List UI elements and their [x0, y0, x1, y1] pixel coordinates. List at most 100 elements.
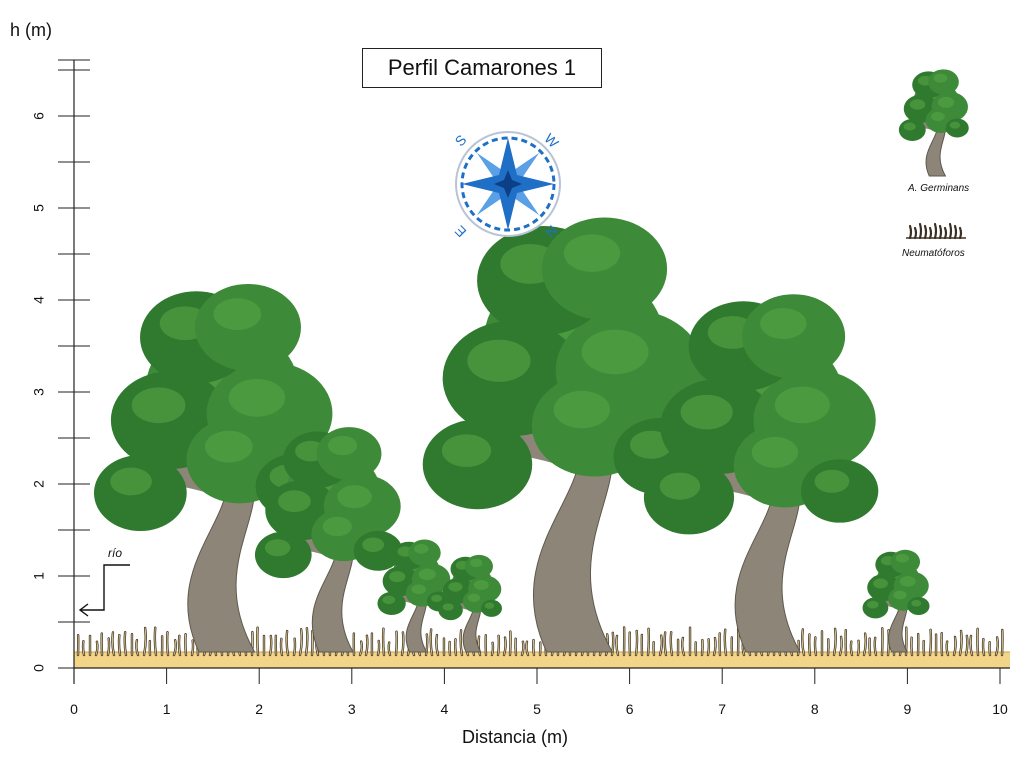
tree-foliage-highlight: [937, 96, 955, 108]
river-label: río: [108, 546, 123, 560]
tree-foliage-highlight: [751, 436, 799, 468]
pneumatophore-highlight: [401, 631, 404, 656]
mangrove-tree: [862, 549, 930, 653]
pneumatophore-highlight: [521, 641, 524, 656]
tree-foliage-highlight: [418, 568, 436, 581]
tree-foliage-highlight: [899, 576, 916, 587]
tree-foliage-highlight: [278, 490, 311, 513]
pneumatophore-highlight: [525, 641, 529, 656]
pneumatophore-highlight: [857, 640, 860, 656]
y-tick-label: 0: [31, 664, 47, 672]
tree-foliage-highlight: [448, 582, 463, 592]
pneumatophore-highlight: [143, 627, 147, 656]
pneumatophore-highlight: [299, 628, 303, 656]
pneumatophore-highlight: [982, 638, 985, 656]
y-tick-label: 3: [31, 388, 47, 396]
pneumatophore-highlight: [191, 640, 194, 656]
pneumatophore-highlight: [269, 635, 272, 656]
pneumatophore-highlight: [359, 641, 363, 656]
pneumatophore-highlight: [664, 631, 667, 656]
pneumatophore-highlight: [514, 638, 517, 656]
pneumatophore-highlight: [995, 636, 999, 656]
pneumatophore-highlight: [969, 635, 973, 656]
pneumatophore-highlight: [95, 641, 98, 656]
tree-foliage-highlight: [629, 430, 673, 459]
pneumatophore-highlight: [173, 639, 177, 656]
mangrove-tree: [643, 294, 879, 653]
tree-foliage-highlight: [909, 99, 926, 110]
tree-foliage-highlight: [931, 111, 945, 122]
pneumatophore-highlight: [874, 637, 877, 656]
pneumatophore-highlight: [701, 639, 704, 656]
tree-foliage-highlight: [774, 386, 830, 424]
pneumatophore-highlight: [178, 635, 181, 656]
pneumatophore-highlight: [839, 636, 843, 656]
pneumatophore-highlight: [82, 640, 85, 656]
compass-star: [494, 170, 522, 198]
tree-foliage-highlight: [903, 122, 916, 131]
compass-letter: S: [452, 132, 470, 150]
tree-foliage-highlight: [362, 537, 385, 553]
tree-foliage-highlight: [264, 539, 291, 557]
pneumatophore-highlight: [503, 637, 507, 656]
legend-pneumatophore: [933, 222, 938, 240]
tree-foliage-highlight: [473, 579, 489, 590]
pneumatophore-highlight: [460, 629, 463, 656]
legend-pneumatophore: [908, 224, 913, 240]
x-axis-label: Distancia (m): [462, 727, 569, 747]
mangrove-tree: [422, 217, 708, 653]
legend-pneumatophore: [958, 226, 963, 240]
pneumatophore-highlight: [509, 631, 512, 656]
pneumatophore-highlight: [670, 631, 673, 656]
pneumatophore-highlight: [365, 635, 368, 656]
pneumatophore-highlight: [850, 641, 853, 656]
legend-pneumatophore: [938, 224, 943, 240]
pneumatophore-highlight: [863, 633, 867, 656]
mangrove-tree: [898, 69, 969, 177]
y-tick-label: 1: [31, 572, 47, 580]
pneumatophore-highlight: [448, 641, 451, 656]
pneumatophore-highlight: [111, 631, 115, 656]
pneumatophore-highlight: [107, 637, 110, 656]
pneumatophore-highlight: [311, 630, 314, 656]
pneumatophore-highlight: [659, 635, 663, 656]
river-arrow-head: [78, 603, 89, 617]
pneumatophore-highlight: [797, 640, 800, 656]
sand-strip: [74, 652, 1010, 668]
pneumatophore-highlight: [929, 629, 932, 656]
pneumatophore-highlight: [801, 628, 805, 656]
pneumatophore-highlight: [280, 638, 283, 656]
tree-foliage-highlight: [563, 234, 621, 272]
pneumatophore-highlight: [868, 638, 871, 656]
tree-foliage-highlight: [760, 308, 807, 340]
tree-foliage-highlight: [680, 394, 733, 430]
x-tick-label: 4: [441, 701, 449, 717]
pneumatophore-highlight: [611, 632, 614, 656]
pneumatophore-highlight: [635, 630, 638, 656]
pneumatophore-highlight: [615, 635, 619, 656]
tree-foliage-highlight: [204, 430, 253, 463]
tree-foliage-highlight: [581, 329, 649, 375]
mangrove-tree: [377, 539, 452, 653]
tree-foliage-highlight: [110, 467, 152, 496]
pneumatophore-highlight: [833, 628, 837, 656]
pneumatophore-highlight: [988, 641, 991, 656]
pneumatophore-highlight: [946, 641, 949, 656]
pneumatophore-highlight: [814, 636, 817, 656]
tree-foliage-highlight: [553, 390, 611, 429]
tree-foliage-highlight: [337, 485, 372, 509]
x-tick-label: 1: [163, 701, 171, 717]
y-axis-label: h (m): [10, 20, 52, 40]
pneumatophore-highlight: [713, 637, 717, 656]
tree-foliage-highlight: [442, 603, 454, 611]
pneumatophore-highlight: [256, 627, 259, 656]
pneumatophore-highlight: [124, 631, 127, 656]
x-tick-label: 0: [70, 701, 78, 717]
x-tick-label: 2: [255, 701, 263, 717]
tree-foliage-highlight: [441, 434, 492, 468]
pneumatophore-highlight: [532, 639, 535, 656]
y-tick-label: 4: [31, 296, 47, 304]
y-tick-label: 6: [31, 112, 47, 120]
